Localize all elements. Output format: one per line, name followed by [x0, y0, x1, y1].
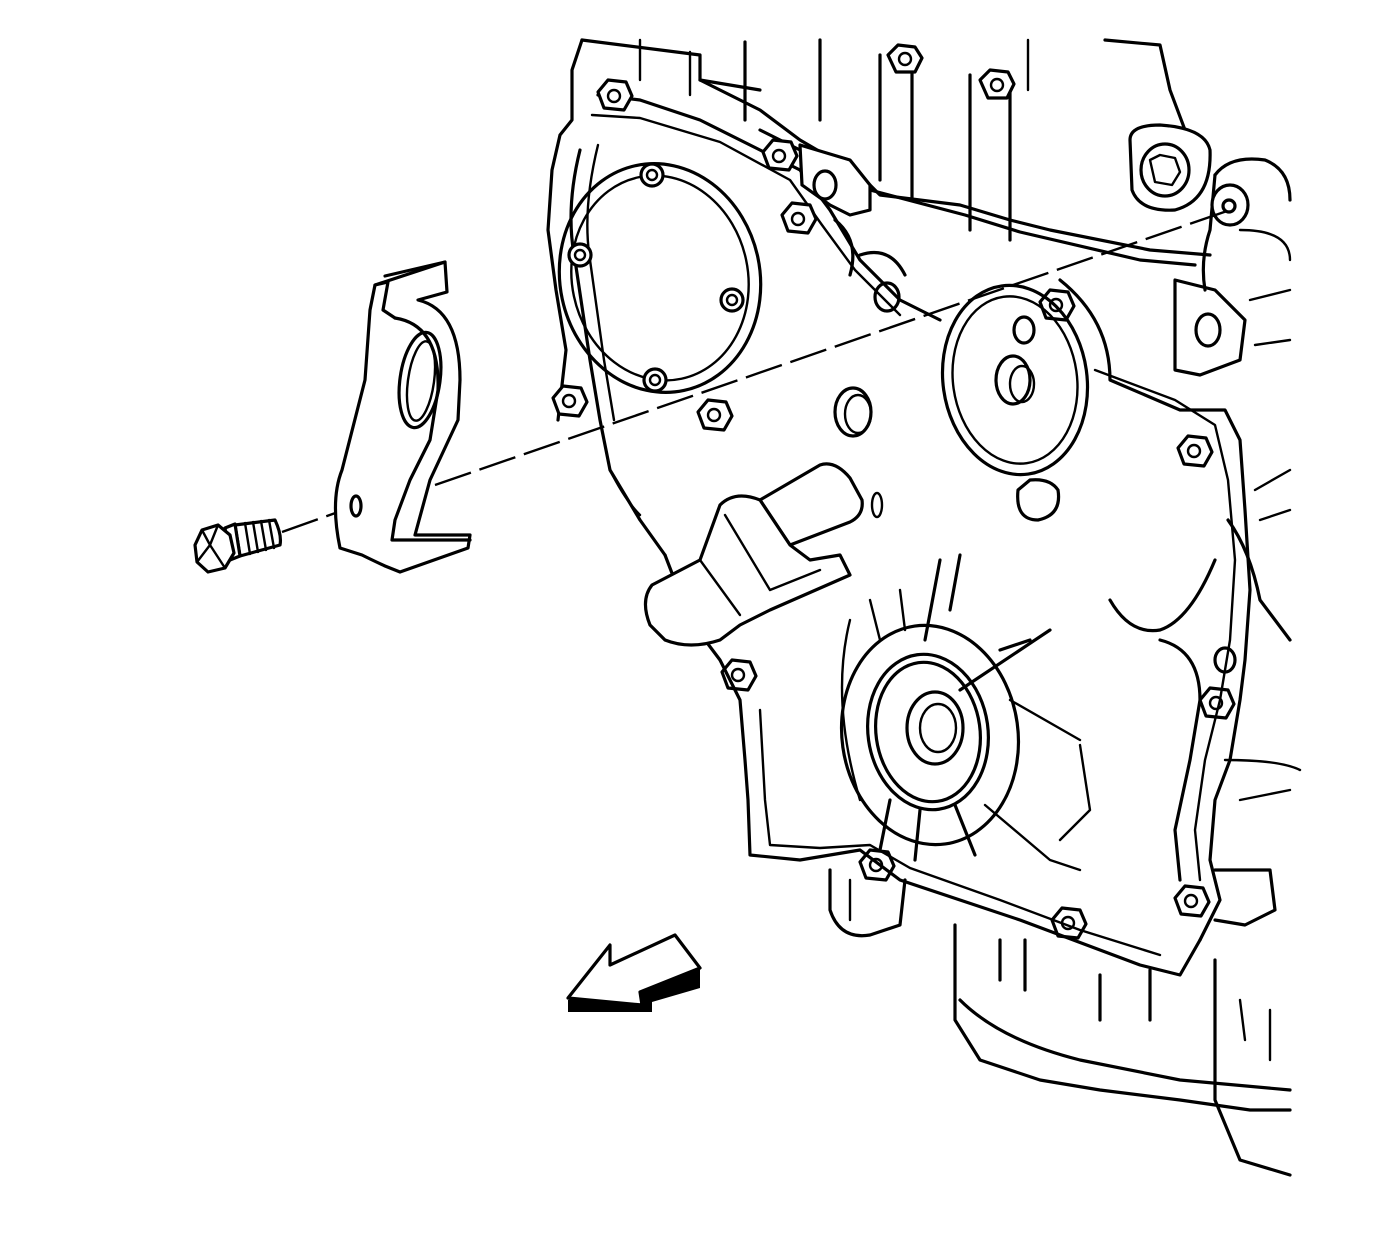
arrow-left-icon — [566, 933, 702, 1012]
crank-seal — [839, 553, 1092, 872]
bracket-icon — [333, 260, 472, 574]
sensor-icon — [643, 462, 864, 647]
flange-bolt — [551, 78, 1236, 940]
cover-bolt — [567, 162, 745, 393]
engine-cover-icon — [546, 38, 1302, 1177]
bolt-icon — [193, 518, 283, 574]
